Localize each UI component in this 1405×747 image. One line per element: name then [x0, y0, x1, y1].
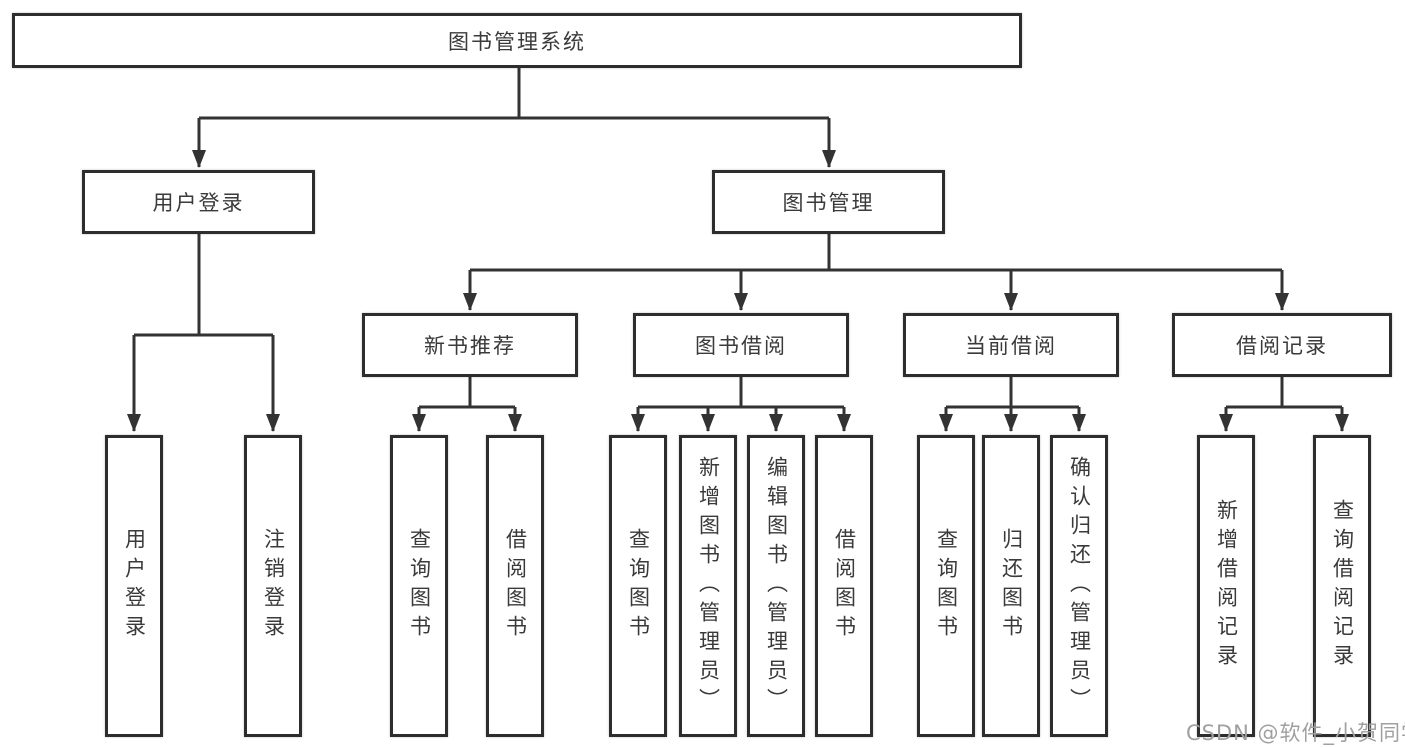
leaf-label: 新增借阅记录: [1214, 499, 1239, 673]
leaf-label: 查询借阅记录: [1330, 499, 1355, 673]
leaf-records-add-borrow-record: 新增借阅记录: [1197, 435, 1255, 737]
node-label: 图书借阅: [695, 334, 787, 358]
node-user-login: 用户登录: [82, 170, 315, 234]
leaf-label: 新增图书（管理员）: [696, 455, 721, 717]
leaf-borrowing-query-books: 查询图书: [609, 435, 667, 737]
leaf-current-return-books: 归还图书: [982, 435, 1040, 737]
node-label: 图书管理: [782, 191, 875, 215]
leaf-borrowing-edit-books-admin: 编辑图书（管理员）: [747, 435, 805, 737]
node-new-book-recommendation: 新书推荐: [362, 313, 578, 377]
leaf-label: 查询图书: [626, 528, 651, 644]
leaf-label: 借阅图书: [503, 528, 528, 644]
node-label: 图书管理系统: [448, 29, 586, 54]
leaf-label: 查询图书: [407, 528, 432, 644]
node-label: 借阅记录: [1236, 334, 1328, 358]
leaf-logout-login: 注销登录: [244, 435, 302, 737]
leaf-label: 归还图书: [999, 528, 1024, 644]
node-library-management-system: 图书管理系统: [12, 13, 1022, 68]
node-current-borrowing: 当前借阅: [903, 313, 1119, 377]
leaf-current-confirm-return-admin: 确认归还（管理员）: [1050, 435, 1108, 737]
node-label: 用户登录: [152, 191, 245, 215]
leaf-label: 查询图书: [934, 528, 959, 644]
node-borrowing-records: 借阅记录: [1172, 313, 1392, 377]
leaf-label: 确认归还（管理员）: [1067, 455, 1092, 717]
leaf-label: 用户登录: [122, 528, 147, 644]
leaf-user-login: 用户登录: [105, 435, 163, 737]
csdn-watermark: CSDN @软件_小贺同学: [1186, 721, 1405, 745]
node-book-management: 图书管理: [712, 170, 945, 234]
node-label: 当前借阅: [965, 334, 1057, 358]
leaf-borrowing-add-books-admin: 新增图书（管理员）: [679, 435, 737, 737]
leaf-current-query-books: 查询图书: [917, 435, 975, 737]
leaf-recommend-query-books: 查询图书: [390, 435, 448, 737]
leaf-records-query-borrow-record: 查询借阅记录: [1313, 435, 1371, 737]
leaf-label: 编辑图书（管理员）: [764, 455, 789, 717]
node-label: 新书推荐: [424, 334, 516, 358]
leaf-borrowing-borrow-books: 借阅图书: [815, 435, 873, 737]
leaf-label: 借阅图书: [832, 528, 857, 644]
leaf-label: 注销登录: [261, 528, 286, 644]
node-book-borrowing: 图书借阅: [633, 313, 849, 377]
leaf-recommend-borrow-books: 借阅图书: [486, 435, 544, 737]
